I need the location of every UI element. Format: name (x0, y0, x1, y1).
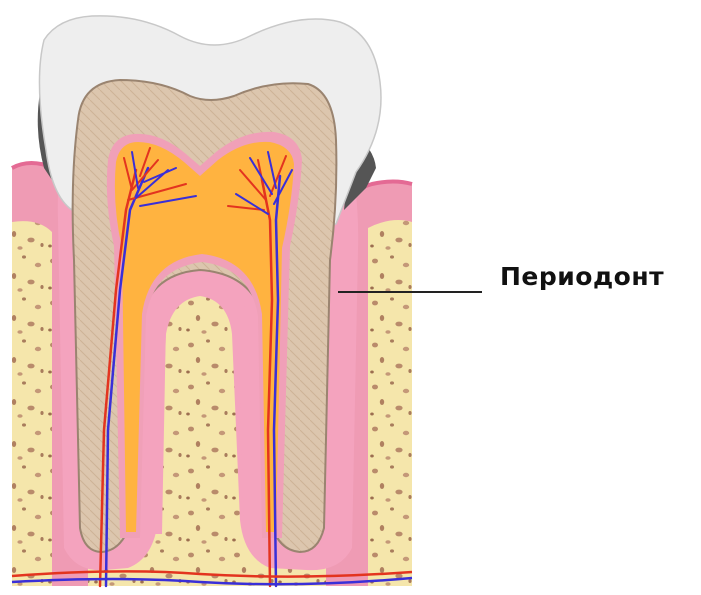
periodontium-label: Периодонт (500, 262, 664, 291)
